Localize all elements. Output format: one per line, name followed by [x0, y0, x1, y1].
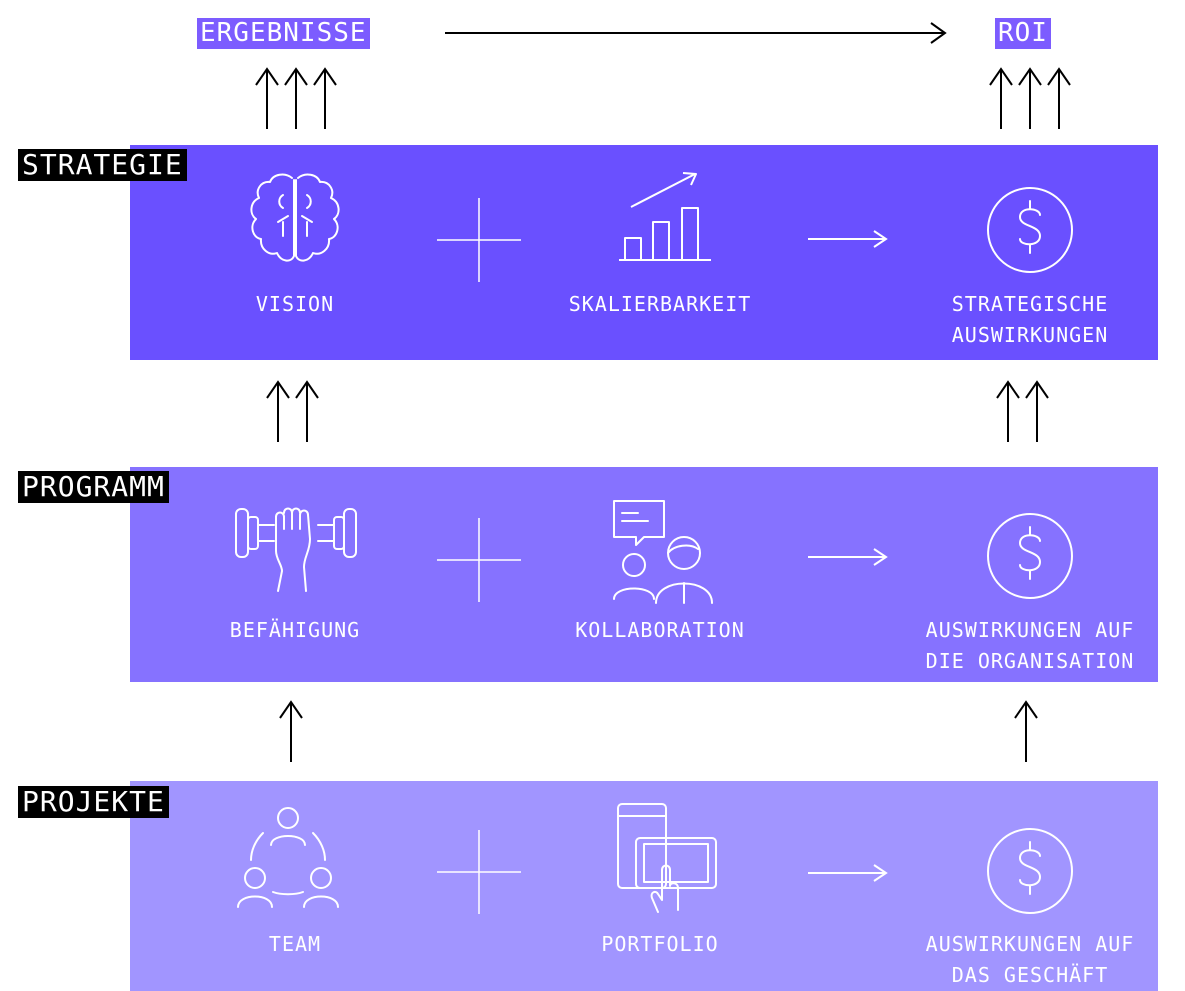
business-impact-label: AUSWIRKUNGEN AUF DAS GESCHÄFT [925, 932, 1135, 987]
vision-label: VISION [255, 292, 335, 316]
organization-impact-label: AUSWIRKUNGEN AUF DIE ORGANISATION [925, 618, 1135, 673]
dollar-icon [985, 511, 1075, 601]
right-arrow-icon [808, 864, 888, 882]
dumbbell-hand-icon [232, 495, 360, 595]
projects-label: PROJEKTE [18, 786, 169, 818]
plus-icon [437, 198, 521, 282]
right-arrow-icon [808, 230, 888, 248]
team-label: TEAM [268, 932, 322, 956]
triple-up-arrow-right-icon [989, 67, 1071, 129]
up-arrow-left-icon [279, 700, 303, 762]
collaboration-label: KOLLABORATION [575, 618, 745, 642]
triple-up-arrow-left-icon [255, 67, 337, 129]
results-to-roi-arrow-icon [445, 22, 947, 44]
roi-label: ROI [995, 18, 1051, 49]
results-label: ERGEBNISSE [197, 18, 370, 49]
growth-chart-icon [615, 170, 715, 265]
program-label: PROGRAMM [18, 471, 169, 503]
up-arrow-right-icon [1014, 700, 1038, 762]
program-band [130, 467, 1158, 682]
strategy-label: STRATEGIE [18, 149, 187, 181]
strategy-band [130, 145, 1158, 360]
brain-icon [245, 170, 345, 270]
plus-icon [437, 830, 521, 914]
double-up-arrow-left-icon [266, 380, 319, 442]
plus-icon [437, 518, 521, 602]
collaboration-icon [608, 497, 718, 607]
devices-touch-icon [612, 800, 722, 915]
double-up-arrow-right-icon [996, 380, 1049, 442]
dollar-icon [985, 826, 1075, 916]
dollar-icon [985, 185, 1075, 275]
right-arrow-icon [808, 548, 888, 566]
scalability-label: SKALIERBARKEIT [568, 292, 752, 316]
team-icon [233, 805, 343, 915]
portfolio-label: PORTFOLIO [601, 932, 719, 956]
strategic-impact-label: STRATEGISCHE AUSWIRKUNGEN [951, 292, 1109, 347]
enablement-label: BEFÄHIGUNG [229, 618, 361, 642]
